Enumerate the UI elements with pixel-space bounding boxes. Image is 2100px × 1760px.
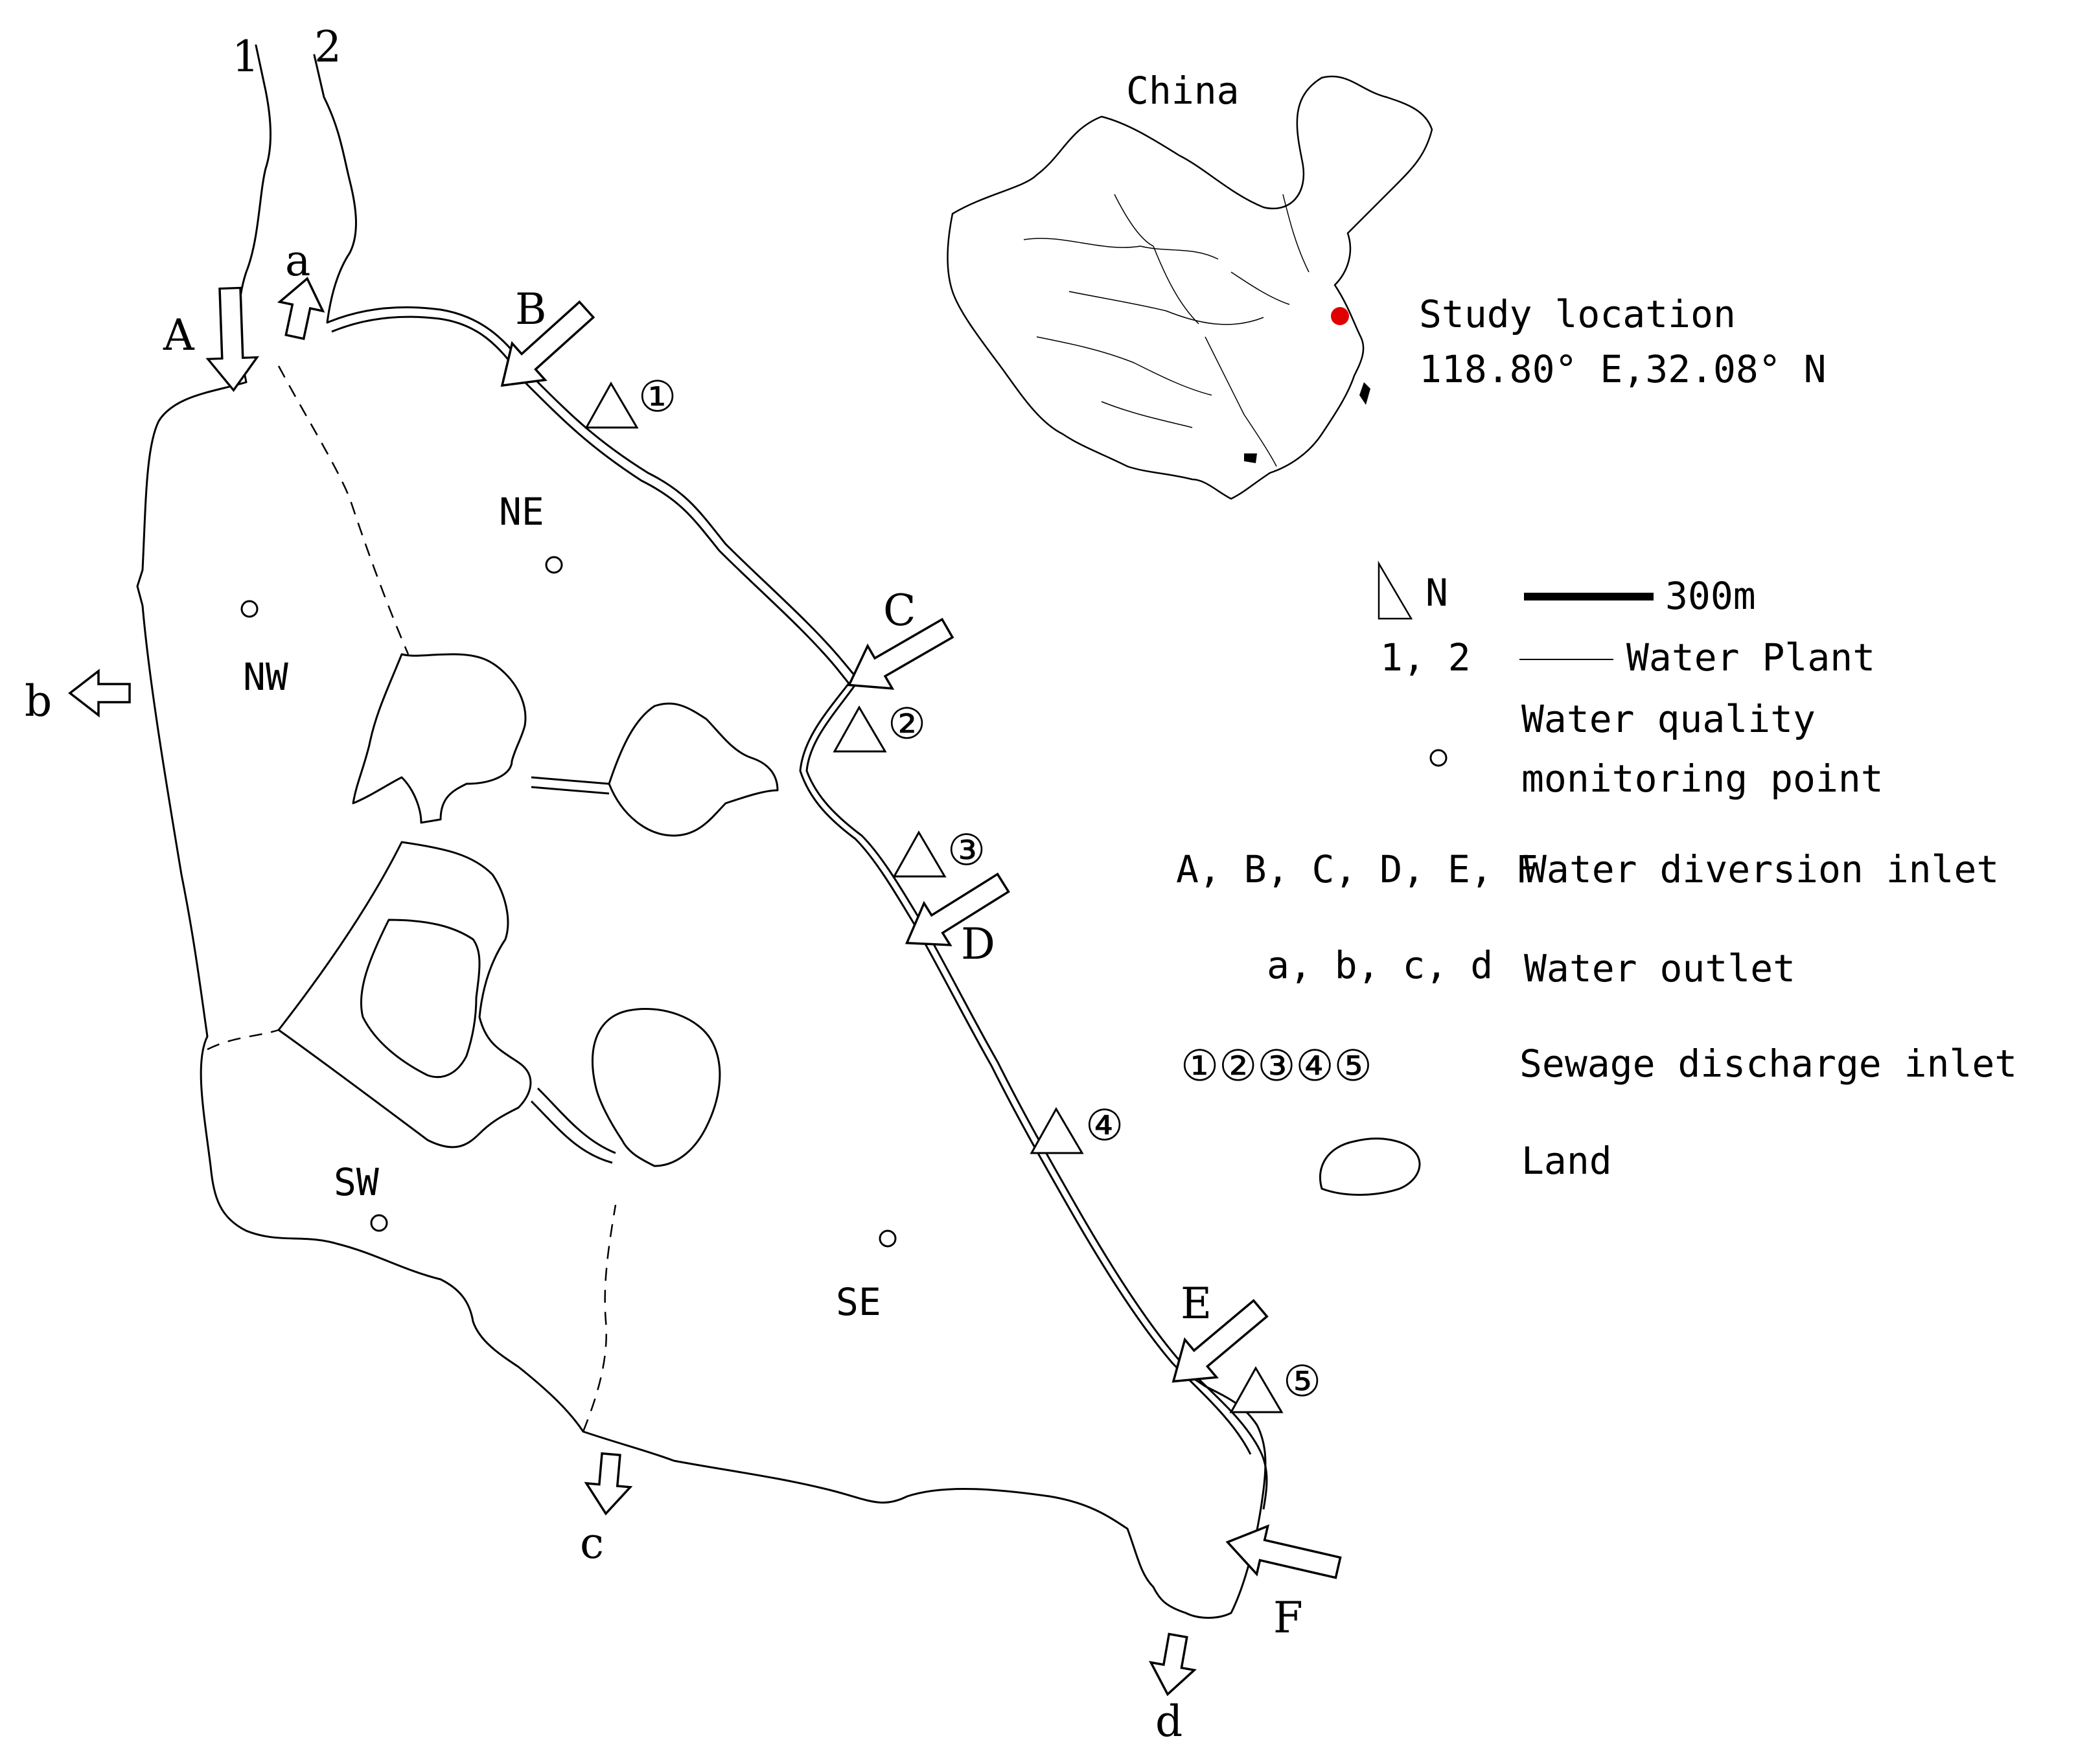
sewage-label-4: ④	[1085, 1101, 1124, 1150]
monitor-point-ne	[545, 556, 563, 574]
island-corridor	[530, 1087, 616, 1164]
channel-label-2: 2	[314, 22, 341, 72]
sewage-label-1: ①	[638, 372, 676, 422]
study-location-marker	[1331, 307, 1349, 325]
outlet-arrow-c	[583, 1451, 634, 1517]
inlet-arrows	[204, 286, 1345, 1593]
north-label: N	[1425, 571, 1448, 615]
island-north	[352, 653, 527, 824]
outlet-arrows	[69, 273, 1201, 1700]
inlet-legend-label: Water diversion inlet	[1524, 847, 1999, 891]
study-location-coords: 118.80° E,32.08° N	[1419, 347, 1827, 391]
china-inset: China Study location 118.80° E,32.08° N	[947, 69, 1827, 500]
inlet-label-d: D	[961, 919, 995, 969]
monitoring-points	[240, 556, 897, 1248]
plant-label: Water Plant	[1626, 635, 1875, 680]
monitor-label-line2: monitoring point	[1521, 757, 1884, 801]
outlet-label-c: c	[580, 1518, 604, 1568]
monitor-label-line1: Water quality	[1521, 697, 1816, 741]
island-center-north	[608, 702, 779, 837]
sewage-triangle-2	[833, 706, 886, 753]
sewage-key: ①②③④⑤	[1181, 1041, 1372, 1091]
china-outline	[947, 75, 1433, 500]
hainan-island	[1244, 453, 1257, 463]
sewage-label-2: ②	[888, 699, 926, 749]
zone-label-se: SE	[836, 1280, 881, 1324]
channel-1	[237, 44, 271, 383]
inlet-arrow-f	[1221, 1516, 1345, 1593]
taiwan-island	[1359, 382, 1370, 405]
sewage-triangle-1	[585, 382, 638, 429]
sewage-legend-label: Sewage discharge inlet	[1519, 1042, 2017, 1086]
sewage-label-3: ③	[947, 825, 986, 875]
sewage-triangle-3	[893, 831, 946, 878]
north-arrow-icon	[1378, 560, 1413, 620]
inlet-label-f: F	[1273, 1593, 1303, 1643]
monitor-point-se	[879, 1229, 897, 1248]
sewage-triangle-5	[1230, 1367, 1283, 1413]
inlet-label-c: C	[883, 586, 916, 635]
island-west-inner	[360, 919, 481, 1079]
island-west-ring	[277, 841, 532, 1149]
outlet-label-a: a	[285, 236, 310, 286]
outlet-legend-label: Water outlet	[1524, 946, 1795, 990]
lake-shoreline	[136, 381, 1267, 1619]
zone-label-sw: SW	[334, 1160, 379, 1204]
lake-map	[136, 44, 1268, 1619]
study-location-label: Study location	[1419, 292, 1736, 336]
monitor-legend-icon	[1429, 749, 1448, 767]
outlet-arrow-d	[1144, 1630, 1201, 1700]
zone-label-nw: NW	[243, 655, 288, 699]
land-shape-icon	[1319, 1137, 1421, 1196]
inlet-label-b: B	[515, 284, 547, 334]
legend: N 300m 1, 2 Water Plant Water quality mo…	[1176, 560, 2017, 1196]
outlet-key: a, b, c, d	[1267, 943, 1493, 987]
east-road-outer	[327, 306, 1268, 1510]
land-label: Land	[1521, 1139, 1612, 1183]
plant-key: 1, 2	[1380, 635, 1471, 680]
channel-label-1: 1	[232, 32, 259, 82]
china-provinces	[1023, 194, 1310, 467]
monitor-point-sw	[370, 1214, 388, 1232]
channel-2	[313, 54, 357, 324]
outlet-label-d: d	[1155, 1697, 1183, 1746]
inlet-label-e: E	[1181, 1279, 1212, 1329]
divider-sw-se	[582, 1204, 617, 1432]
inlet-key: A, B, C, D, E, F	[1176, 847, 1538, 891]
sewage-markers	[585, 382, 1283, 1413]
outlet-label-b: b	[25, 676, 52, 726]
island-center	[591, 1007, 721, 1167]
causeway-north	[531, 776, 610, 795]
scale-label: 300m	[1665, 574, 1756, 618]
inlet-arrow-a	[204, 286, 260, 393]
scale-bar	[1524, 593, 1654, 600]
divider-nw-sw	[207, 1029, 279, 1051]
outlet-arrow-b	[69, 670, 131, 716]
sewage-label-5: ⑤	[1283, 1356, 1321, 1406]
monitor-point-nw	[240, 600, 259, 618]
east-road-inner	[331, 315, 1252, 1455]
zone-label-ne: NE	[499, 490, 544, 534]
china-label: China	[1126, 69, 1240, 113]
sewage-triangle-4	[1030, 1108, 1083, 1154]
inlet-label-a: A	[163, 310, 195, 360]
divider-nw-ne	[277, 365, 410, 655]
